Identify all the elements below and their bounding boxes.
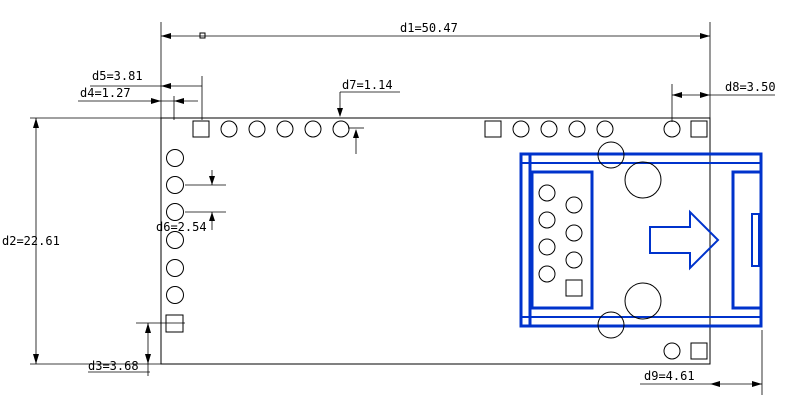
round-pad [596,120,614,138]
round-pad [166,149,184,167]
round-pad [332,120,350,138]
top-pad-row [192,120,708,138]
dimension-label-d6: d6=2.54 [156,220,207,234]
insertion-arrow-icon [649,209,720,271]
dimension-d5: d5=3.81 [90,69,203,120]
mount-hole [597,141,625,169]
round-pad [248,120,266,138]
round-pad [663,120,681,138]
square-pad [484,120,502,138]
dimension-label-d2: d2=22.61 [2,234,60,248]
dimension-d9: d9=4.61 [640,330,763,395]
rj45-connector [519,152,763,328]
round-pad [538,211,556,229]
round-pad [540,120,558,138]
connector-pads [538,141,662,339]
square-pad [690,120,708,138]
mount-hole [624,282,662,320]
dimension-label-d1: d1=50.47 [400,21,458,35]
round-pad [565,196,583,214]
round-pad [565,224,583,242]
mount-hole [597,311,625,339]
round-pad [538,184,556,202]
round-pad [538,265,556,283]
dimension-d7: d7=1.14 [337,78,400,154]
round-pad [166,203,184,221]
round-pad [565,251,583,269]
round-pad [538,238,556,256]
round-pad [220,120,238,138]
square-pad [690,342,708,360]
bottom-pad-row [663,342,708,360]
round-pad [276,120,294,138]
dimension-d8: d8=3.50 [671,80,776,122]
round-pad [512,120,530,138]
board-outline [160,117,711,365]
dimension-label-d8: d8=3.50 [725,80,776,94]
dimension-label-d7: d7=1.14 [342,78,393,92]
dimension-label-d9: d9=4.61 [644,369,695,383]
dimension-label-d4: d4=1.27 [80,86,131,100]
dimension-label-d5: d5=3.81 [92,69,143,83]
square-pad [165,314,184,333]
round-pad [166,176,184,194]
round-pad [166,259,184,277]
round-pad [166,231,184,249]
square-pad [565,279,583,297]
round-pad [304,120,322,138]
dimension-d4: d4=1.27 [78,86,198,120]
dimension-d2: d2=22.61 [2,118,60,364]
mount-hole [624,161,662,199]
round-pad [166,286,184,304]
round-pad [663,342,681,360]
dimension-d1: d1=50.47 [160,21,711,118]
dimension-d3: d3=3.68 [88,322,185,376]
dimension-d6: d6=2.54 [156,170,226,234]
left-pad-column [165,149,184,333]
round-pad [568,120,586,138]
dimension-label-d3: d3=3.68 [88,359,139,373]
square-pad [192,120,210,138]
